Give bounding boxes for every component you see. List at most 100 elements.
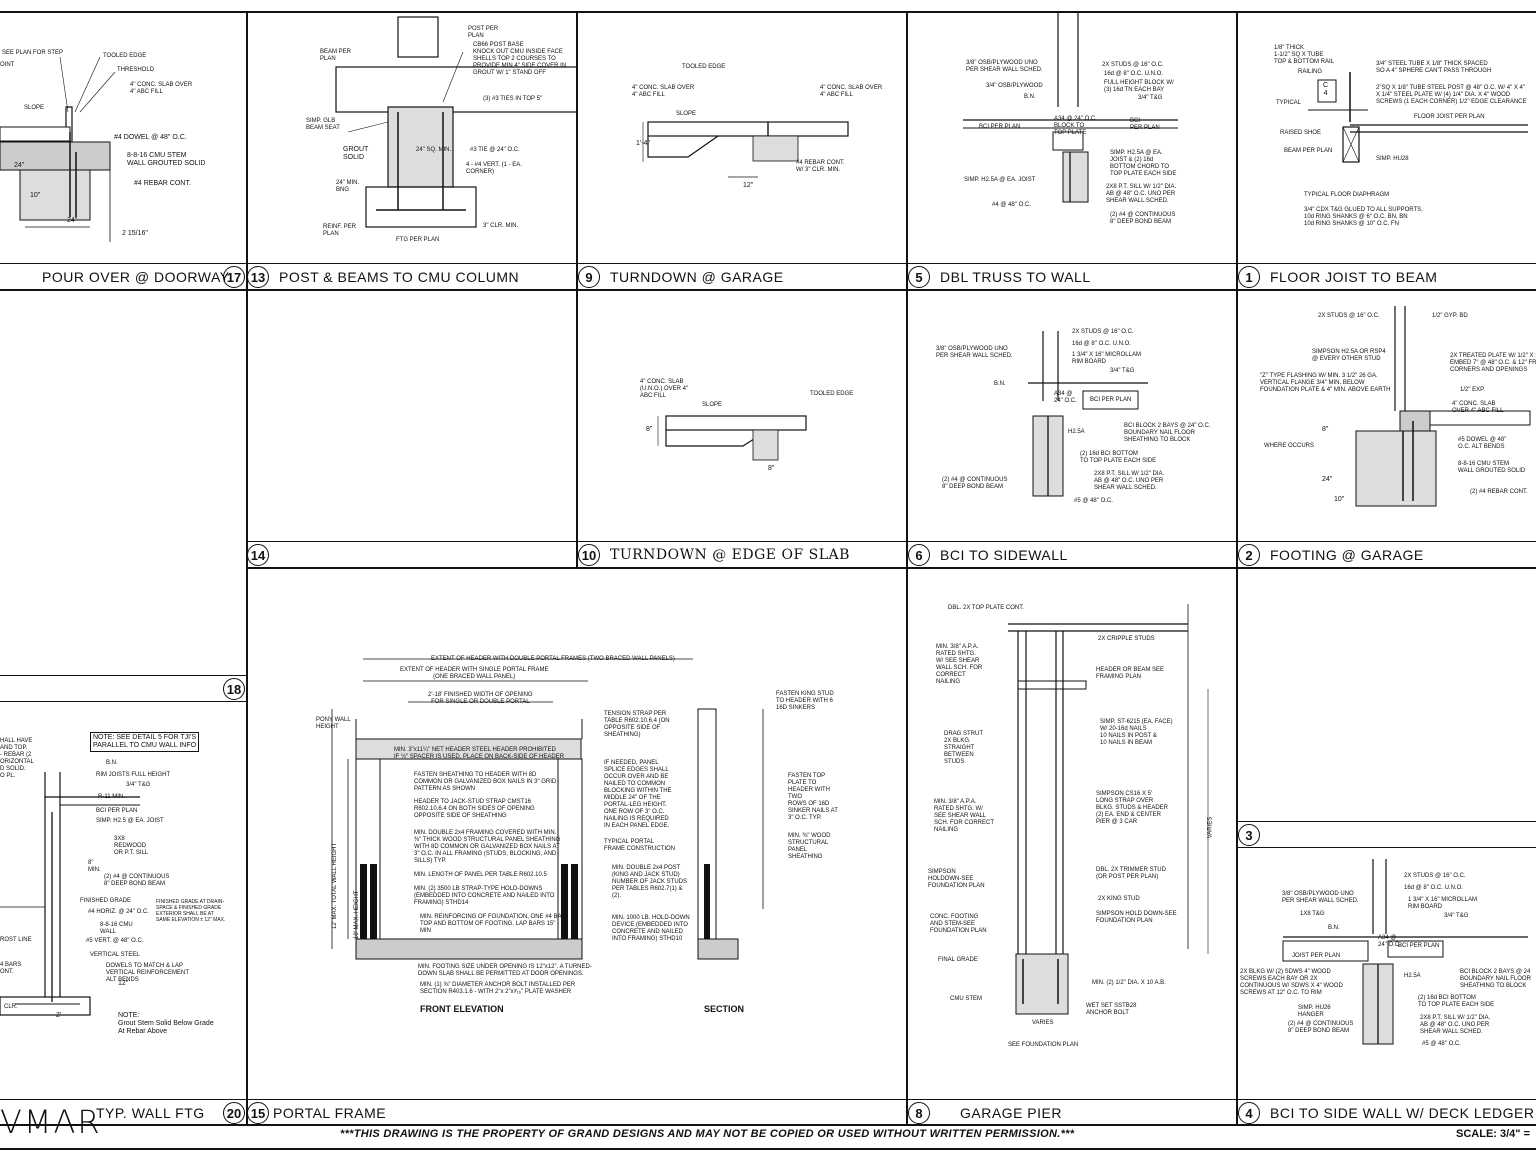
note: (2) #4 @ CONTINUOUS 8" DEEP BOND BEAM [942,477,1008,490]
note: #4 REBAR CONT. [134,180,191,187]
detail-4-title: BCI TO SIDE WALL W/ DECK LEDGER [1270,1105,1535,1121]
note: EXTENT OF HEADER WITH SINGLE PORTAL FRAM… [400,667,549,680]
note: VARIES [1032,1020,1054,1026]
note: 2'-18' FINISHED WIDTH OF OPENING FOR SIN… [428,692,533,705]
note: FASTEN TOP PLATE TO HEADER WITH TWO ROWS… [788,773,838,821]
detail-1-title-bar: 1 FLOOR JOIST TO BEAM [1236,264,1536,290]
note: 4" CONC. SLAB OVER 4" ABC FILL [820,85,883,98]
detail-10-title: TURNDOWN @ EDGE OF SLAB [610,547,850,563]
note: DBL. 2X TOP PLATE CONT. [948,605,1024,611]
detail-15-number: 15 [247,1102,269,1124]
note: ROST LINE [0,937,32,943]
note: DRAG STRUT 2X BLKG. STRAIGHT BETWEEN STU… [944,731,983,765]
note: 3/4" OSB/PLYWOOD [986,83,1043,89]
note: 2X CRIPPLE STUDS [1098,636,1155,642]
note: 2"SQ X 1/8" TUBE STEEL POST @ 48" O.C. W… [1376,85,1527,105]
note: A34 @ 24" O.C. [1054,391,1077,404]
note: BCI PER PLAN [1398,943,1440,949]
note: (2) #4 @ CONTINUOUS 8" DEEP BOND BEAM [1110,212,1176,225]
note: RAISED SHOE [1280,130,1322,136]
title-strip-line [0,263,1536,264]
note: TYPICAL [1276,100,1302,106]
note: #4 @ 48" O.C. [992,202,1031,208]
note: SLOPE [702,402,723,408]
detail-10-drawing [657,415,807,461]
note: A34 @ 24" O.C. [1378,935,1401,948]
note: #4 DOWEL @ 48" O.C. [114,134,187,141]
note: 8" [646,426,653,433]
note: 1/2" GYP. BD [1432,313,1468,319]
note: SIMPSON H2.5A OR RSP4 @ EVERY OTHER STUD [1312,349,1386,362]
detail-4-title-bar: 4 BCI TO SIDE WALL W/ DECK LEDGER [1236,1100,1536,1126]
detail-6-panel: 2X STUDS @ 16" O.C. 3/8" OSB/PLYWOOD UNO… [908,291,1236,541]
detail-20-panel: HALL HAVE AND TOP. - REBAR (2 ORIZONTAL … [0,702,246,1099]
detail-8-drawing [1008,604,1209,1015]
note: 8-8-16 CMU STEM WALL GROUTED SOLID [127,152,206,167]
note: 24" [14,162,25,169]
note: 4 - #4 VERT. (1 - EA. CORNER) [466,162,522,175]
note: BEAM PER PLAN [1284,148,1333,154]
note: TOOLED EDGE [103,53,147,59]
note: FINAL GRADE [938,957,978,963]
note: 2X STUDS @ 16" O.C. [1102,62,1164,68]
detail-10-title-bar: 10 TURNDOWN @ EDGE OF SLAB [576,542,906,568]
detail-20-title: TYP. WALL FTG [96,1105,205,1121]
note: OINT [0,62,15,68]
note: TYPICAL FLOOR DIAPHRAGM [1304,192,1390,198]
note: B.N. [106,760,118,766]
detail-20-drawing [0,772,140,1016]
note: 1X8 T&G [1300,911,1325,917]
note: EXTENT OF HEADER WITH DOUBLE PORTAL FRAM… [431,656,675,662]
note: 3/4" T&G [1138,95,1163,101]
detail-15-panel: EXTENT OF HEADER WITH DOUBLE PORTAL FRAM… [248,569,906,1099]
detail-15-title-bar: 15 PORTAL FRAME [246,1100,906,1126]
detail-17-drawing [0,56,116,242]
note: MIN. REINFORCING OF FOUNDATION, ONE #4 B… [420,914,566,934]
note: CMU STEM [950,996,982,1002]
note: 16d @ 8" O.C. U.N.O. [1072,341,1131,347]
note: 12" [118,980,129,987]
note: R-11 MIN. [98,794,125,800]
title-strip-line [0,675,246,676]
note: (2) #4 REBAR CONT. [1470,489,1528,495]
note: 2X TREATED PLATE W/ 1/2" X 10" EMBED 7" … [1450,353,1536,373]
note: MIN. LENGTH OF PANEL PER TABLE R602.10.5 [414,872,547,878]
detail-18-number: 18 [223,678,245,700]
note: SIMP. H2.5 @ EA. JOIST [96,818,164,824]
note: #5 @ 48" O.C. [1074,498,1113,504]
note: BCI PER PLAN [96,808,138,814]
note: 2X KING STUD [1098,896,1140,902]
note: FLOOR JOIST PER PLAN [1414,114,1485,120]
note: HEADER OR BEAM SEE FRAMING PLAN [1096,667,1165,680]
note: 1'-4" [636,140,650,147]
note: SIMPSON CS16 X 5' LONG STRAP OVER BLKG. … [1096,791,1169,825]
detail-4-drawing [1282,859,1528,1045]
note: (3) #3 TIES IN TOP 5" [483,96,543,102]
detail-13-title: POST & BEAMS TO CMU COLUMN [279,269,520,285]
title-strip-line [1236,847,1536,848]
note: SLOPE [24,105,45,111]
detail-5-title-bar: 5 DBL TRUSS TO WALL [906,264,1236,290]
note: 8" [1322,426,1329,433]
note: BCI BLOCK 2 BAYS @ 24 BOUNDARY NAIL FLOO… [1460,969,1531,989]
note: MIN. (2) 3500 LB STRAP-TYPE HOLD-DOWNS (… [414,886,555,906]
note: 2' [56,1012,62,1019]
detail-1-title: FLOOR JOIST TO BEAM [1270,269,1438,285]
detail-18-title-bar: 18 [0,676,246,702]
note: 8-8-16 CMU WALL [100,922,133,935]
detail-2-panel: 2X STUDS @ 16" O.C. 1/2" GYP. BD SIMPSON… [1238,291,1536,541]
detail-15-title: PORTAL FRAME [273,1105,387,1121]
note: H2.5A [1068,429,1085,435]
note: B.N. [1024,94,1036,100]
detail-8-title: GARAGE PIER [960,1105,1062,1121]
note: HALL HAVE AND TOP. - REBAR (2 ORIZONTAL … [0,738,34,779]
note: #5 DOWEL @ 48" O.C. ALT BENDS [1458,437,1507,450]
grid-line [0,1124,1536,1126]
company-logo: VMAR [0,1103,102,1141]
note: SEE PLAN FOR STEP [2,50,64,56]
detail-5-drawing [963,12,1178,203]
detail-2-title-bar: 2 FOOTING @ GARAGE [1236,542,1536,568]
note: WET SET SSTB28 ANCHOR BOLT [1086,1003,1137,1016]
note: CB66 POST BASE KNOCK OUT CMU INSIDE FACE… [473,42,567,76]
